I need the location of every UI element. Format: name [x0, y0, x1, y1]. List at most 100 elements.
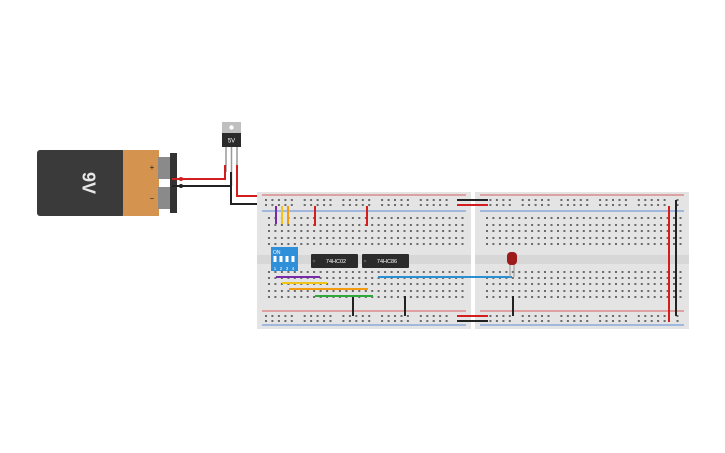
breadboard-hole[interactable]: [445, 204, 448, 206]
breadboard-hole[interactable]: [544, 277, 546, 279]
breadboard-hole[interactable]: [644, 320, 647, 322]
breadboard-hole[interactable]: [358, 243, 361, 245]
breadboard-hole[interactable]: [338, 217, 341, 219]
breadboard-hole[interactable]: [576, 271, 579, 273]
breadboard-hole[interactable]: [653, 224, 656, 226]
breadboard-hole[interactable]: [573, 204, 576, 206]
breadboard-hole[interactable]: [409, 296, 412, 298]
breadboard-hole[interactable]: [329, 199, 332, 201]
breadboard-hole[interactable]: [673, 296, 675, 298]
breadboard-hole[interactable]: [582, 237, 585, 239]
breadboard-hole[interactable]: [576, 296, 579, 298]
breadboard-hole[interactable]: [511, 277, 514, 279]
breadboard-hole[interactable]: [521, 320, 524, 322]
breadboard-hole[interactable]: [589, 224, 592, 226]
breadboard-hole[interactable]: [634, 277, 637, 279]
breadboard-hole[interactable]: [338, 237, 341, 239]
breadboard-hole[interactable]: [409, 243, 412, 245]
breadboard-hole[interactable]: [332, 237, 335, 239]
breadboard-hole[interactable]: [563, 290, 566, 292]
breadboard-hole[interactable]: [284, 204, 287, 206]
breadboard-hole[interactable]: [461, 230, 464, 232]
breadboard-hole[interactable]: [524, 243, 527, 245]
wire-regulator-out[interactable]: [236, 165, 268, 197]
breadboard-hole[interactable]: [313, 271, 316, 273]
breadboard-hole[interactable]: [432, 315, 435, 317]
breadboard-hole[interactable]: [271, 320, 274, 322]
breadboard-hole[interactable]: [595, 224, 598, 226]
breadboard-hole[interactable]: [371, 224, 374, 226]
breadboard-hole[interactable]: [332, 290, 335, 292]
breadboard-hole[interactable]: [358, 217, 361, 219]
breadboard-hole[interactable]: [608, 230, 611, 232]
breadboard-hole[interactable]: [557, 296, 559, 298]
breadboard-hole[interactable]: [660, 217, 663, 219]
breadboard-hole[interactable]: [277, 320, 280, 322]
breadboard-hole[interactable]: [615, 296, 617, 298]
breadboard-hole[interactable]: [426, 315, 429, 317]
breadboard-hole[interactable]: [394, 320, 396, 322]
breadboard-hole[interactable]: [461, 283, 464, 285]
breadboard-hole[interactable]: [511, 237, 514, 239]
breadboard-hole[interactable]: [268, 283, 270, 285]
breadboard-hole[interactable]: [442, 217, 445, 219]
breadboard-hole[interactable]: [377, 290, 380, 292]
breadboard-hole[interactable]: [566, 204, 569, 206]
breadboard-hole[interactable]: [332, 217, 335, 219]
breadboard-hole[interactable]: [569, 296, 572, 298]
breadboard-hole[interactable]: [537, 224, 540, 226]
breadboard-hole[interactable]: [390, 243, 393, 245]
breadboard-hole[interactable]: [647, 224, 650, 226]
breadboard-hole[interactable]: [306, 217, 309, 219]
breadboard-hole[interactable]: [621, 237, 624, 239]
breadboard-hole[interactable]: [445, 320, 448, 322]
breadboard-hole[interactable]: [397, 271, 399, 273]
breadboard-hole[interactable]: [390, 237, 393, 239]
breadboard-hole[interactable]: [569, 283, 572, 285]
breadboard-hole[interactable]: [579, 315, 582, 317]
breadboard-hole[interactable]: [284, 315, 287, 317]
breadboard-hole[interactable]: [502, 320, 505, 322]
breadboard-hole[interactable]: [518, 230, 521, 232]
breadboard-hole[interactable]: [595, 290, 598, 292]
breadboard-hole[interactable]: [602, 283, 605, 285]
breadboard-hole[interactable]: [384, 243, 387, 245]
breadboard-hole[interactable]: [403, 237, 406, 239]
breadboard-hole[interactable]: [435, 283, 438, 285]
breadboard-hole[interactable]: [663, 204, 666, 206]
breadboard-hole[interactable]: [268, 290, 270, 292]
breadboard-hole[interactable]: [326, 290, 329, 292]
breadboard-hole[interactable]: [579, 199, 582, 201]
breadboard-hole[interactable]: [521, 204, 524, 206]
breadboard-hole[interactable]: [621, 224, 624, 226]
breadboard-hole[interactable]: [605, 320, 608, 322]
breadboard-hole[interactable]: [419, 199, 422, 201]
breadboard-hole[interactable]: [569, 271, 572, 273]
breadboard-hole[interactable]: [319, 217, 322, 219]
breadboard-hole[interactable]: [544, 217, 546, 219]
breadboard-hole[interactable]: [534, 315, 537, 317]
breadboard-hole[interactable]: [284, 320, 287, 322]
breadboard-hole[interactable]: [618, 199, 621, 201]
breadboard-hole[interactable]: [358, 224, 361, 226]
dip-toggle-4[interactable]: [291, 256, 295, 262]
breadboard-hole[interactable]: [432, 320, 435, 322]
breadboard-hole[interactable]: [486, 224, 488, 226]
breadboard-hole[interactable]: [560, 315, 563, 317]
breadboard-hole[interactable]: [608, 277, 611, 279]
breadboard-hole[interactable]: [498, 243, 501, 245]
breadboard-hole[interactable]: [377, 283, 380, 285]
breadboard-hole[interactable]: [384, 217, 387, 219]
breadboard-hole[interactable]: [293, 290, 296, 292]
breadboard-hole[interactable]: [390, 230, 393, 232]
breadboard-hole[interactable]: [576, 230, 579, 232]
breadboard-hole[interactable]: [569, 230, 572, 232]
breadboard-hole[interactable]: [429, 290, 432, 292]
breadboard-hole[interactable]: [300, 290, 303, 292]
breadboard-hole[interactable]: [492, 271, 495, 273]
breadboard-hole[interactable]: [348, 199, 351, 201]
breadboard-hole[interactable]: [342, 315, 345, 317]
breadboard-hole[interactable]: [332, 230, 335, 232]
breadboard-hole[interactable]: [326, 237, 329, 239]
breadboard-hole[interactable]: [569, 290, 572, 292]
